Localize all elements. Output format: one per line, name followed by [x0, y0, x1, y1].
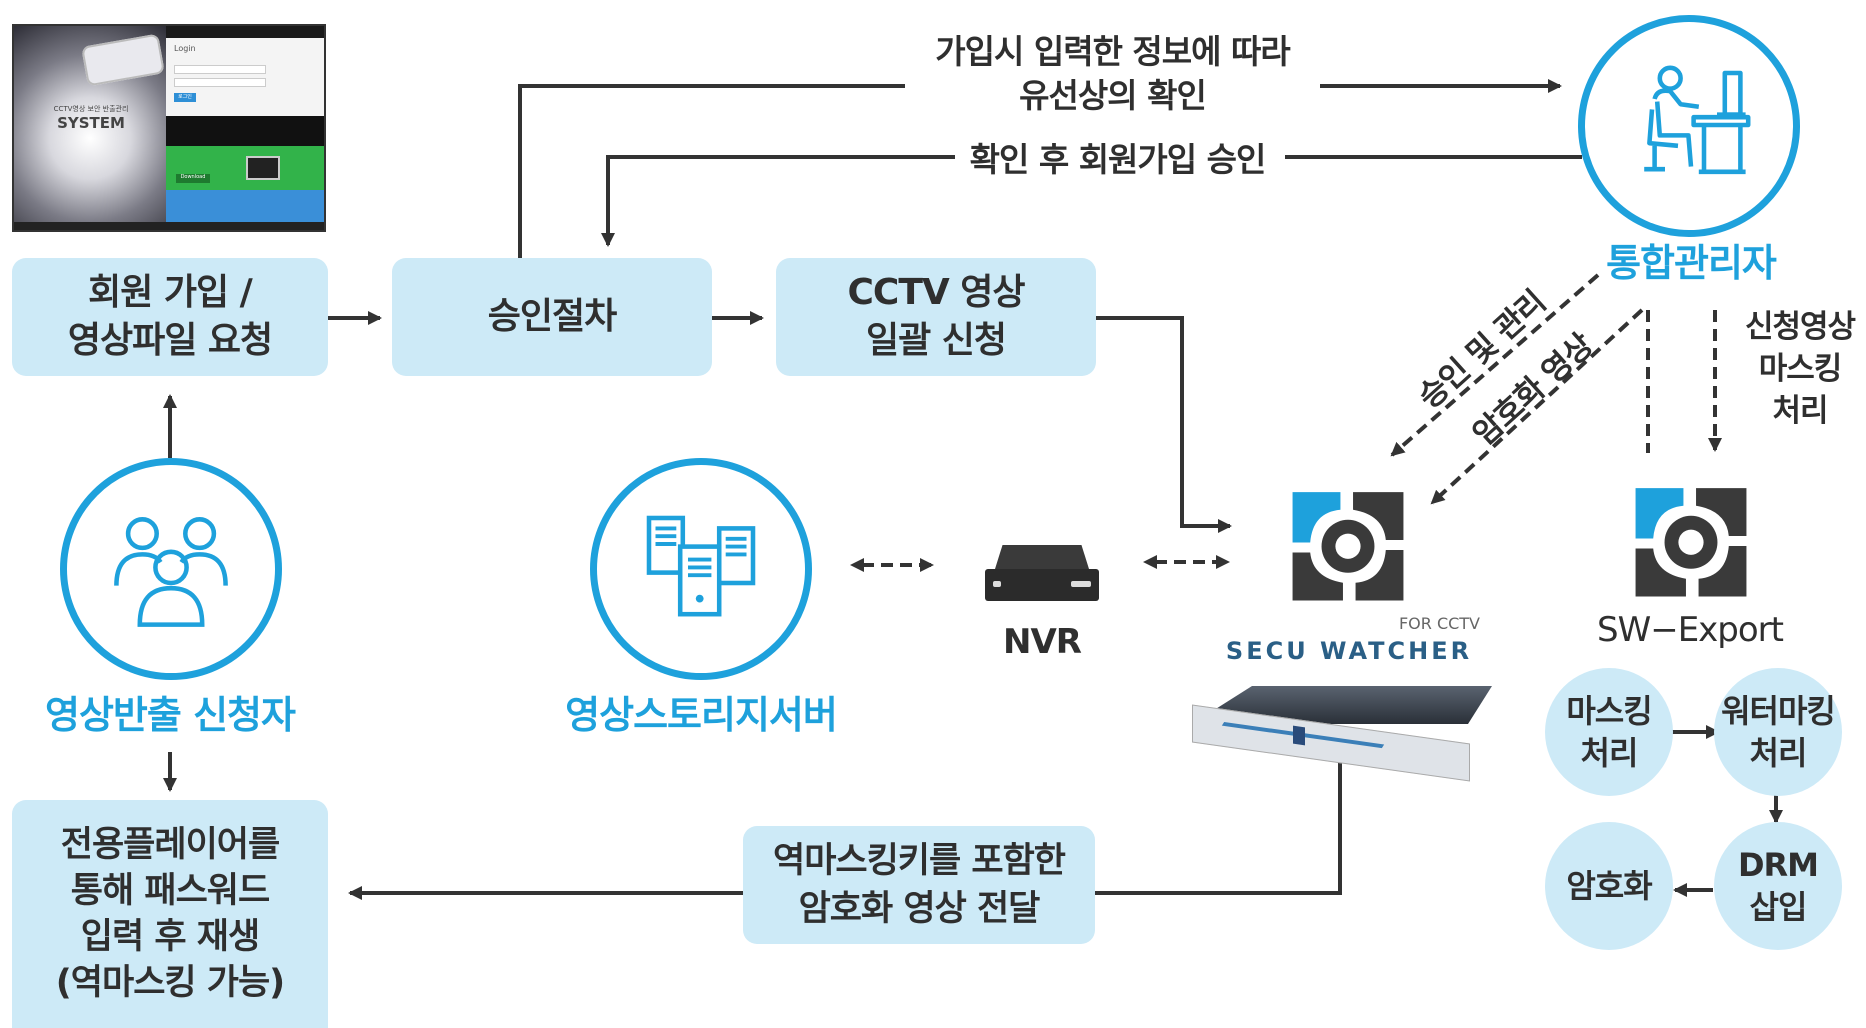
approve-label: 확인 후 회원가입 승인	[969, 140, 1267, 179]
screenshot-input-pw	[174, 78, 266, 87]
admin-circle	[1578, 15, 1800, 237]
nvr-label: NVR	[1003, 622, 1082, 662]
secu-watcher-appliance	[1192, 686, 1502, 782]
screenshot-brand-line2: SYSTEM	[57, 114, 125, 132]
users-icon	[114, 517, 228, 627]
secu-watcher-logo-icon	[1285, 482, 1411, 608]
masking-bubble: 마스킹 처리	[1545, 668, 1673, 796]
dashed-admin-encrypted	[1430, 308, 1644, 505]
screenshot-topbar	[166, 26, 324, 38]
storage-label: 영상스토리지서버	[565, 693, 838, 737]
encrypted-delivery-box: 역마스킹키를 포함한 암호화 영상 전달	[743, 826, 1095, 944]
screenshot-login-panel: Login 로그인	[166, 38, 324, 116]
delivery-line-right	[1095, 760, 1342, 895]
approve-line-left	[601, 155, 955, 247]
admin-desk-icon	[1644, 65, 1751, 175]
screenshot-brand: CCTV영상 보안 반출관리 SYSTEM	[52, 104, 130, 132]
player-playback-box: 전용플레이어를 통해 패스워드 입력 후 재생 (역마스킹 가능)	[12, 800, 328, 1028]
arrow-cctv-secu	[1095, 316, 1232, 533]
admin-label: 통합관리자	[1606, 241, 1777, 285]
secu-watcher-name: SECU WATCHER	[1225, 637, 1473, 665]
dashed-admin-manage	[1390, 273, 1600, 457]
nvr-device-icon	[985, 545, 1099, 601]
sw-export-label: SW−Export	[1597, 610, 1784, 650]
screenshot-input-id	[174, 65, 266, 74]
approval-process-box: 승인절차	[392, 258, 712, 376]
screenshot-login-title: Login	[174, 44, 196, 53]
verify-line-left	[518, 84, 905, 258]
server-icon	[646, 515, 756, 617]
screenshot-footer	[14, 222, 324, 230]
screenshot-green-panel: Download	[166, 146, 324, 190]
requester-circle	[60, 458, 282, 680]
system-screenshot: CCTV영상 보안 반출관리 SYSTEM Login 로그인 Download	[12, 24, 326, 232]
sw-export-logo-icon	[1628, 478, 1754, 604]
screenshot-monitor-icon	[246, 156, 280, 180]
verify-label: 가입시 입력한 정보에 따라 유선상의 확인	[935, 32, 1290, 115]
storage-circle	[590, 458, 812, 680]
watermark-bubble: 워터마킹 처리	[1714, 668, 1842, 796]
cctv-bulk-request-box: CCTV 영상 일괄 신청	[776, 258, 1096, 376]
mask-request-label: 신청영상 마스킹 처리	[1744, 309, 1856, 429]
encrypt-bubble: 암호화	[1545, 822, 1673, 950]
screenshot-brand-line1: CCTV영상 보안 반출관리	[53, 105, 129, 113]
screenshot-download-button: Download	[176, 174, 210, 183]
signup-request-box: 회원 가입 / 영상파일 요청	[12, 258, 328, 376]
drm-bubble: DRM 삽입	[1714, 822, 1842, 950]
secu-for-cctv: FOR CCTV	[1398, 614, 1480, 633]
screenshot-login-button: 로그인	[174, 93, 196, 102]
requester-label: 영상반출 신청자	[45, 693, 296, 737]
